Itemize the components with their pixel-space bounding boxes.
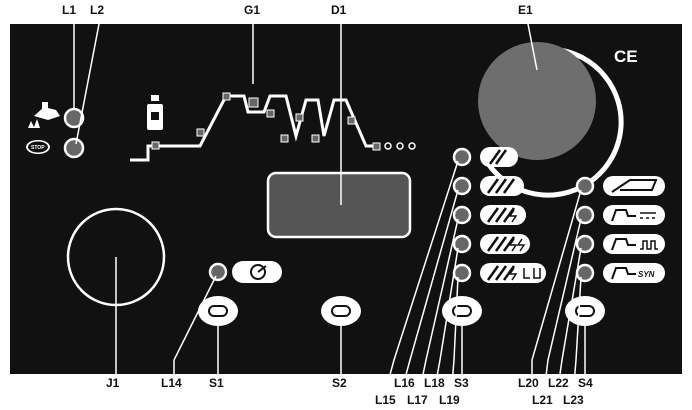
label-l14: L14	[161, 376, 182, 390]
label-l15: L15	[375, 393, 396, 407]
label-l1: L1	[62, 3, 76, 17]
label-l2: L2	[90, 3, 104, 17]
label-l19: L19	[439, 393, 460, 407]
led-l21	[575, 205, 595, 225]
encoder-knob-e1[interactable]	[478, 42, 596, 160]
label-l22: L22	[548, 376, 569, 390]
stop-icon: STOP	[26, 140, 50, 154]
display-d1	[266, 171, 412, 239]
label-l21: L21	[532, 393, 553, 407]
label-l23: L23	[563, 393, 584, 407]
button-s1[interactable]	[198, 296, 238, 326]
svg-text:STOP: STOP	[31, 145, 45, 151]
label-s2: S2	[332, 376, 347, 390]
label-l20: L20	[518, 376, 539, 390]
led-l17	[452, 205, 472, 225]
spray-can-icon	[147, 95, 163, 130]
led-l19	[452, 263, 472, 283]
label-s1: S1	[209, 376, 224, 390]
button-s3[interactable]	[442, 296, 482, 326]
label-j1: J1	[106, 376, 120, 390]
label-d1: D1	[331, 3, 347, 17]
led-l22	[575, 234, 595, 254]
label-l16: L16	[394, 376, 415, 390]
label-g1: G1	[244, 3, 260, 17]
led-l23	[575, 263, 595, 283]
label-l18: L18	[424, 376, 445, 390]
graph-dots	[384, 142, 416, 150]
graph-markers	[151, 92, 381, 151]
led-l20	[575, 176, 595, 196]
ce-mark: CE	[614, 47, 638, 66]
label-l17: L17	[407, 393, 428, 407]
callout-labels: L1 L2 G1 D1 E1 J1 L14 S1 S2 L15 L16 L17 …	[62, 3, 593, 407]
label-s3: S3	[454, 376, 469, 390]
wire-icons-column-1	[480, 147, 546, 283]
syn-mark: SYN	[638, 270, 655, 279]
gauge-icon	[250, 264, 267, 280]
led-l15	[452, 147, 472, 167]
led-l2	[63, 137, 85, 159]
led-l16	[452, 176, 472, 196]
label-s4: S4	[578, 376, 593, 390]
button-s4[interactable]	[565, 296, 605, 326]
torch-icon	[28, 102, 60, 128]
mode-indicator	[232, 261, 282, 283]
weld-cycle-graph	[130, 94, 376, 162]
process-icons-column-2: SYN	[603, 176, 665, 283]
led-l14	[208, 262, 228, 282]
led-l18	[452, 234, 472, 254]
label-e1: E1	[518, 3, 533, 17]
button-s2[interactable]	[321, 296, 361, 326]
leader-lines	[73, 16, 586, 385]
